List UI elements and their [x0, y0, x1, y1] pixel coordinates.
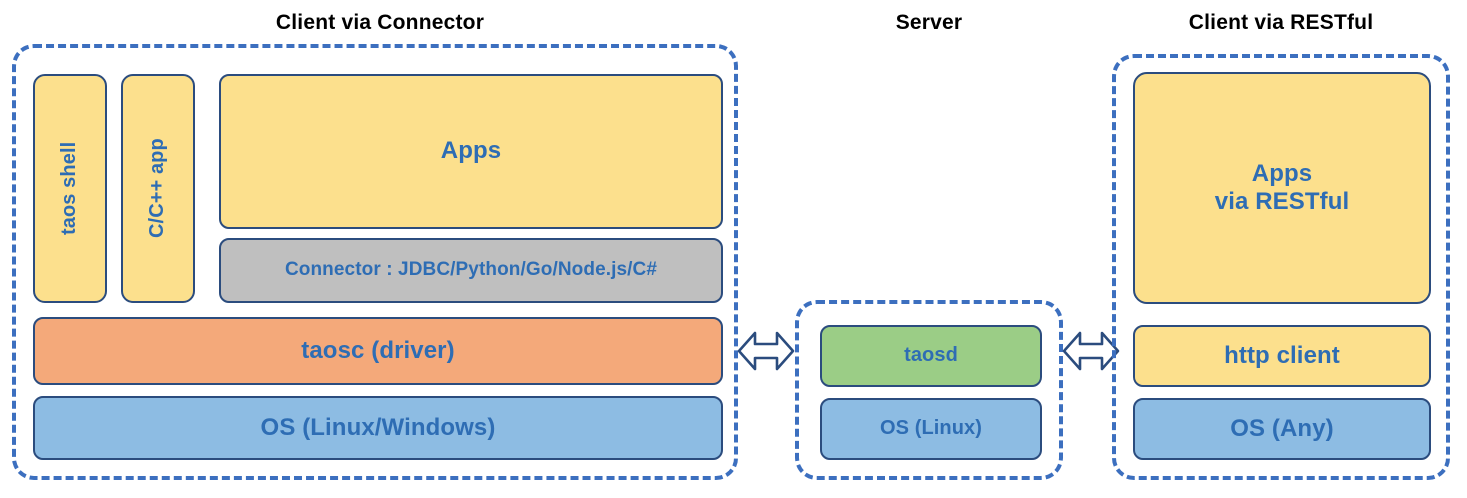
box-c-cpp-app[interactable]: C/C++ app — [121, 74, 195, 303]
double-headed-arrow-left — [737, 325, 795, 377]
box-apps[interactable]: Apps — [219, 74, 723, 229]
box-http-client[interactable]: http client — [1133, 325, 1431, 387]
box-taosc-driver[interactable]: taosc (driver) — [33, 317, 723, 385]
section-title-server: Server — [895, 11, 963, 34]
double-headed-arrow-right — [1062, 325, 1120, 377]
apps-label-line1: Apps — [1251, 159, 1313, 187]
panel-client-restful — [1112, 54, 1450, 480]
double-headed-arrow-icon — [737, 331, 795, 371]
double-headed-arrow-icon — [1062, 331, 1120, 371]
box-connector-libraries[interactable]: Connector : JDBC/Python/Go/Node.js/C# — [219, 238, 723, 303]
panel-server — [795, 300, 1063, 480]
box-os-linux[interactable]: OS (Linux) — [820, 398, 1042, 460]
box-os-any[interactable]: OS (Any) — [1133, 398, 1431, 460]
box-apps-via-restful[interactable]: Apps via RESTful — [1133, 72, 1431, 304]
section-title-client-restful: Client via RESTful — [1188, 11, 1374, 34]
apps-label-line2: via RESTful — [1214, 188, 1350, 215]
panel-client-connector — [12, 44, 738, 480]
box-os-linux-windows[interactable]: OS (Linux/Windows) — [33, 396, 723, 460]
box-taos-shell[interactable]: taos shell — [33, 74, 107, 303]
box-taosd[interactable]: taosd — [820, 325, 1042, 387]
section-title-client-connector: Client via Connector — [275, 11, 485, 34]
